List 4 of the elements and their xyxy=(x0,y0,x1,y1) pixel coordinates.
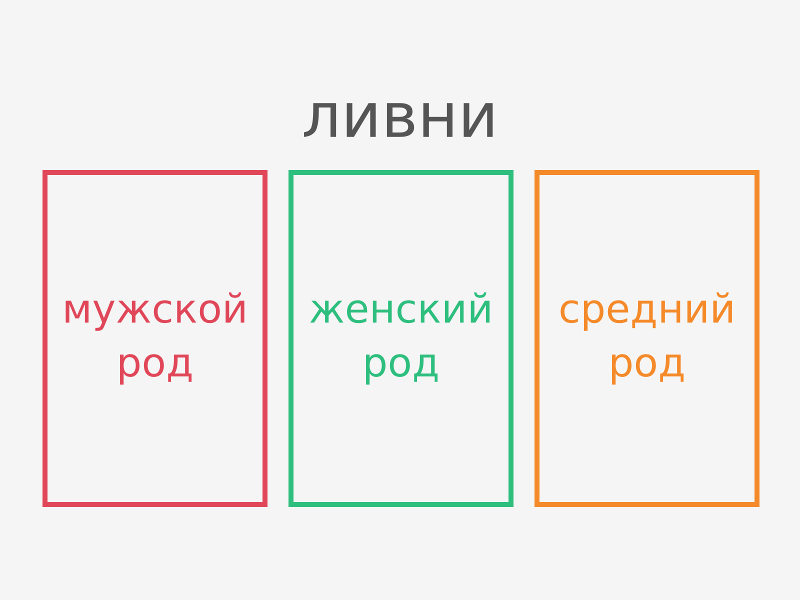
category-box: мужской род xyxy=(42,170,268,507)
title: ливни xyxy=(304,103,493,137)
category-box: средний род xyxy=(534,170,760,507)
category-box: женский род xyxy=(288,170,514,507)
